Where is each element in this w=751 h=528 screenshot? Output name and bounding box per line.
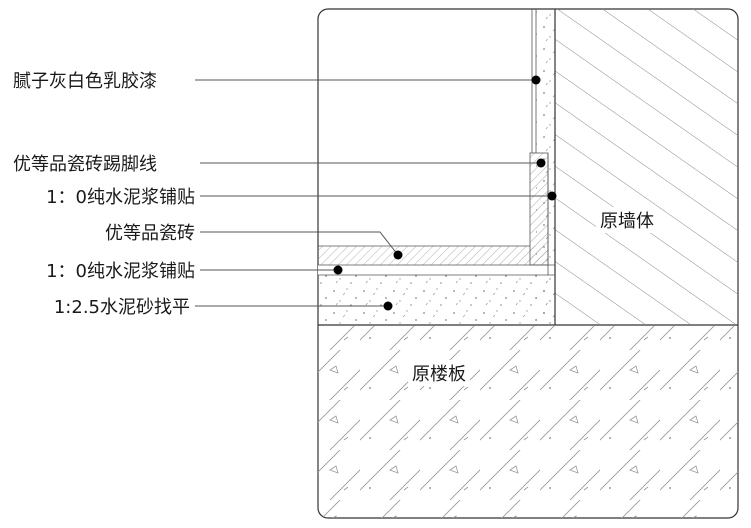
- screed-layer: [318, 275, 555, 325]
- floor-mortar: [318, 265, 555, 275]
- floor-tile-layer: [318, 246, 548, 265]
- label-baseboard: 优等品瓷砖踢脚线: [13, 154, 157, 175]
- leader-floor-tile: [200, 231, 399, 256]
- dot-mortar-floor: [333, 265, 343, 275]
- label-mortar-floor: 1：0纯水泥浆铺贴: [46, 261, 195, 282]
- label-floor-tile: 优等品瓷砖: [105, 223, 195, 244]
- baseboard-layer: [530, 153, 548, 265]
- label-slab: 原楼板: [412, 364, 466, 385]
- leader-dots: [333, 75, 557, 311]
- label-putty-paint: 腻子灰白色乳胶漆: [13, 71, 157, 92]
- dot-putty-paint: [531, 75, 541, 85]
- dot-baseboard: [536, 158, 546, 168]
- leader-lines: [195, 79, 552, 307]
- wall-hatch: [555, 9, 738, 324]
- dot-mortar-wall: [547, 191, 557, 201]
- dot-floor-tile: [393, 250, 403, 260]
- dot-screed: [383, 301, 393, 311]
- label-screed: 1:2.5水泥砂找平: [54, 297, 190, 318]
- slab-area: [318, 326, 738, 518]
- label-wall: 原墙体: [600, 211, 654, 232]
- label-mortar-wall: 1：0纯水泥浆铺贴: [46, 187, 195, 208]
